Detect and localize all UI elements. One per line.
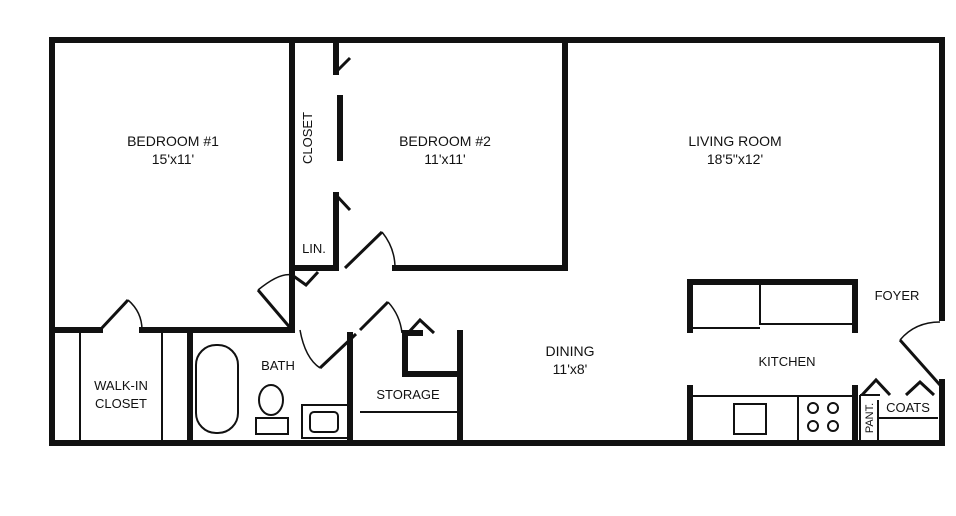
kitchen-sink xyxy=(733,403,767,435)
toilet xyxy=(258,384,284,416)
bath-fixtures xyxy=(195,344,349,439)
coats-label: COATS xyxy=(886,400,930,415)
bathroom-sink xyxy=(309,411,339,433)
linen-label: LIN. xyxy=(302,241,326,256)
kitchen-label: KITCHEN xyxy=(758,354,815,369)
dining-label: DINING xyxy=(546,343,595,359)
walkin-label: WALK-IN xyxy=(94,378,148,393)
living-room-label: LIVING ROOM xyxy=(688,133,781,149)
bath-label: BATH xyxy=(261,358,295,373)
bedroom2-label: BEDROOM #2 xyxy=(399,133,491,149)
bedroom2-size: 11'x11' xyxy=(424,151,465,167)
walkin-closet-label: CLOSET xyxy=(95,396,147,411)
kitchen-counters xyxy=(687,279,938,446)
storage-label: STORAGE xyxy=(376,387,440,402)
interior-walls xyxy=(49,37,568,446)
exterior-walls xyxy=(49,37,945,446)
dining-size: 11'x8' xyxy=(553,361,588,377)
pantry-label: PANT. xyxy=(864,403,876,433)
doors xyxy=(98,56,942,397)
stove-burners xyxy=(807,402,839,432)
bathtub xyxy=(195,344,239,434)
foyer-label: FOYER xyxy=(875,288,920,303)
closet-label: CLOSET xyxy=(300,112,315,164)
living-room-size: 18'5"x12' xyxy=(707,151,763,167)
bedroom1-label: BEDROOM #1 xyxy=(127,133,219,149)
bedroom1-size: 15'x11' xyxy=(152,151,194,167)
